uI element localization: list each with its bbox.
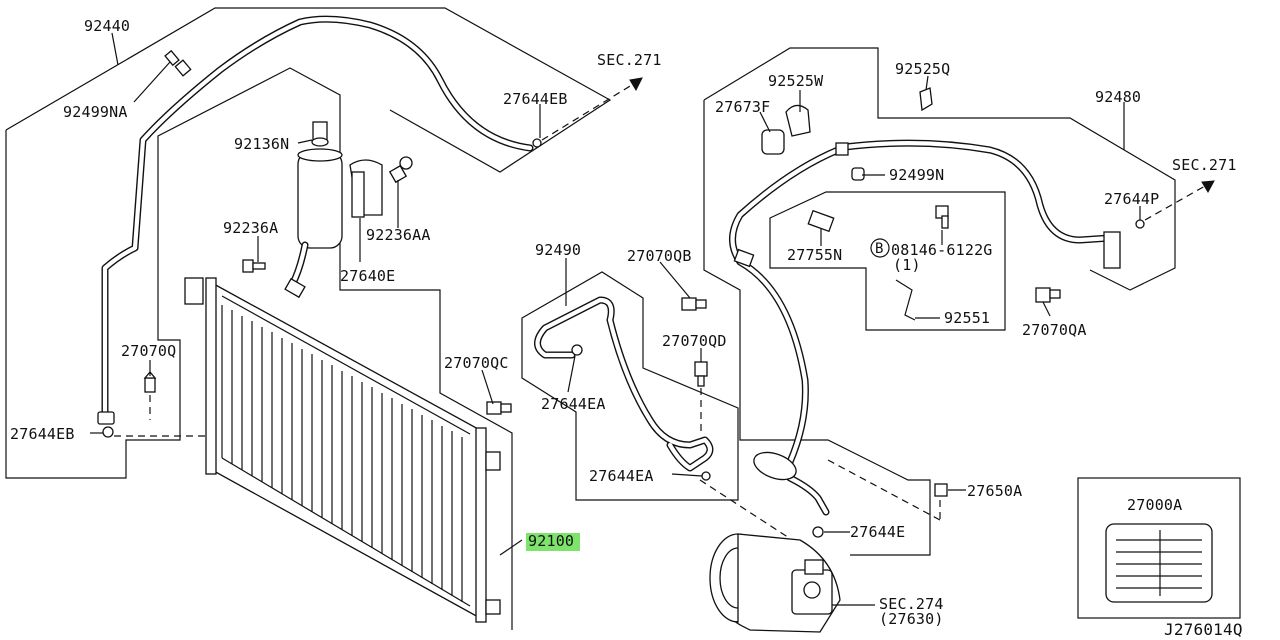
o-ring-27644EB-top [532, 138, 542, 148]
leader-lines [90, 32, 1141, 606]
cap-92499N [851, 167, 865, 181]
part-label-92440[interactable]: 92440 [84, 17, 131, 35]
part-label-27070QC[interactable]: 27070QC [444, 354, 509, 372]
caution-label-27000A [1105, 523, 1213, 603]
part-label-92480[interactable]: 92480 [1095, 88, 1142, 106]
group-outline-92440-top [5, 7, 612, 173]
bolt-badge-circle [870, 238, 890, 258]
bolt-27070QB [681, 297, 697, 311]
part-label-27644EB-left[interactable]: 27644EB [10, 425, 75, 443]
bolt-27070Q [144, 377, 156, 393]
part-label-27070QD[interactable]: 27070QD [662, 332, 727, 350]
pressure-switch-92136N [312, 121, 328, 141]
part-label-27644EA-upper[interactable]: 27644EA [541, 395, 606, 413]
part-label-27070Q[interactable]: 27070Q [121, 342, 177, 360]
part-label-92100-highlighted[interactable]: 92100 [526, 533, 581, 551]
cap-92499NA-a [164, 49, 180, 67]
bolt-badge-letter: B [875, 241, 884, 257]
label-box-27000A [1077, 477, 1241, 619]
pipe-flange-92440 [97, 411, 115, 425]
o-ring-27644P [1135, 219, 1145, 229]
part-label-27644EA-lower[interactable]: 27644EA [589, 467, 654, 485]
compressor-27630 [709, 533, 841, 633]
condenser-bracket [184, 277, 204, 305]
part-label-92499N[interactable]: 92499N [889, 166, 945, 184]
part-label-27630[interactable]: (27630) [879, 610, 944, 628]
section-ref-sec271-left[interactable]: SEC.271 [597, 51, 662, 69]
o-ring-27644EA-upper [571, 344, 583, 356]
part-label-92236A[interactable]: 92236A [223, 219, 279, 237]
part-label-27673F[interactable]: 27673F [715, 98, 771, 116]
condenser-left-tank [205, 277, 217, 475]
bolt-92236AA [399, 156, 413, 170]
part-label-92136N[interactable]: 92136N [234, 135, 290, 153]
group-outline-92480-left [703, 100, 931, 556]
group-outline-sensor [769, 191, 1006, 331]
part-label-27644P[interactable]: 27644P [1104, 190, 1160, 208]
part-label-92551[interactable]: 92551 [944, 309, 991, 327]
arrow-sec271-left [629, 77, 643, 92]
o-ring-27644EA-lower [701, 471, 711, 481]
grommet-27673F [761, 129, 785, 155]
group-outline-92480 [703, 47, 1176, 291]
section-ref-sec271-right[interactable]: SEC.271 [1172, 156, 1237, 174]
part-label-92499NA[interactable]: 92499NA [63, 103, 128, 121]
pipe-flange-92480 [1103, 231, 1121, 269]
sensor-27755N [807, 209, 835, 233]
part-label-27644EB-top[interactable]: 27644EB [503, 90, 568, 108]
part-label-27640E[interactable]: 27640E [340, 267, 396, 285]
part-label-27070QA[interactable]: 27070QA [1022, 321, 1087, 339]
part-label-27000A[interactable]: 27000A [1127, 496, 1183, 514]
section-ref-sec274[interactable]: SEC.274 [879, 595, 944, 613]
part-label-27755N[interactable]: 27755N [787, 246, 843, 264]
part-label-27644E[interactable]: 27644E [850, 523, 906, 541]
part-label-92236AA[interactable]: 92236AA [366, 226, 431, 244]
quantity-label: (1) [893, 256, 921, 274]
bolt-92236A [242, 259, 254, 273]
part-label-92525Q[interactable]: 92525Q [895, 60, 951, 78]
part-label-92490[interactable]: 92490 [535, 241, 582, 259]
bolt-27070QA [1035, 287, 1051, 303]
part-label-08146-6122G[interactable]: 08146-6122G [891, 241, 993, 259]
diagram-id: J276014Q [1164, 620, 1243, 639]
clip-92525Q [919, 87, 933, 112]
group-outline-92440 [5, 67, 513, 630]
arrow-sec271-right [1201, 180, 1215, 194]
cap-92499NA-b [174, 59, 192, 77]
bracket-92551 [895, 279, 916, 321]
group-outline-92490 [521, 271, 739, 501]
condenser-right-tank [475, 427, 487, 623]
bolt-27070QD [694, 361, 708, 377]
pipe-muffler [753, 451, 797, 481]
o-ring-27644E [812, 526, 824, 538]
clip-92525W [785, 104, 811, 137]
o-ring-27644EB-left [102, 426, 114, 438]
receiver-drier-tank [297, 151, 343, 249]
part-label-27650A[interactable]: 27650A [967, 482, 1023, 500]
part-label-27070QB[interactable]: 27070QB [627, 247, 692, 265]
bolt-27070QC [486, 401, 502, 415]
nut-27650A [934, 483, 948, 497]
part-label-92525W[interactable]: 92525W [768, 72, 824, 90]
